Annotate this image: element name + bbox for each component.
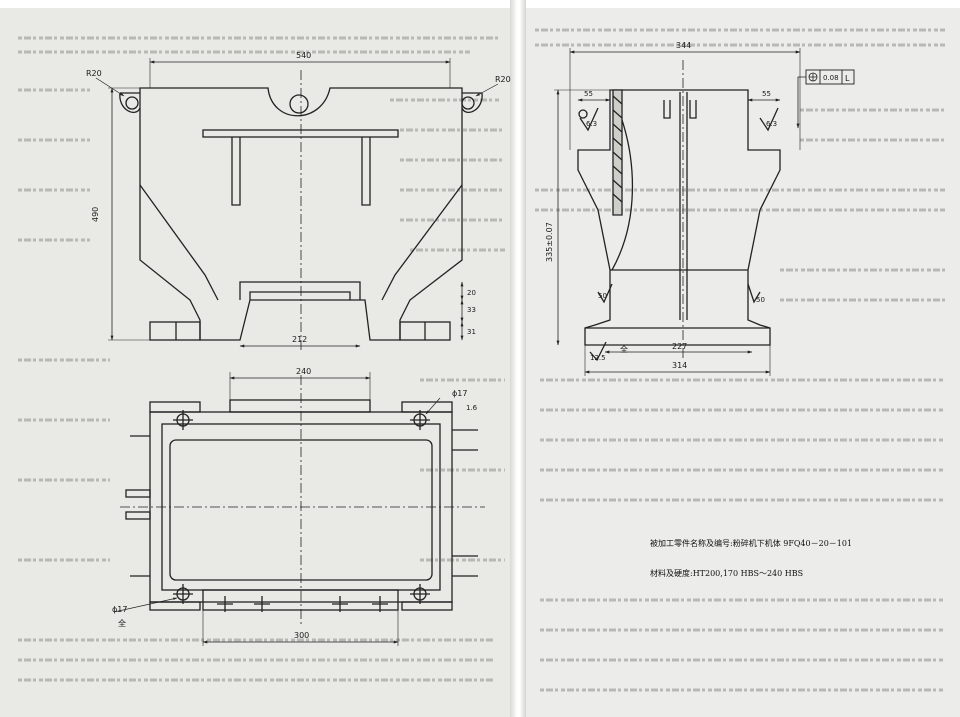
dim-front-bottom: 212	[292, 335, 307, 344]
dim-side-base-outer: 314	[672, 361, 687, 370]
dim-front-h20: 20	[467, 289, 476, 297]
hole-top-label: ϕ17	[452, 389, 467, 398]
roughness-side-right-value: 50	[756, 296, 765, 304]
dim-top-length: 300	[294, 631, 309, 640]
side-view	[554, 48, 855, 376]
tolerance-value: 0.08	[823, 74, 839, 82]
roughness-side-left-value: 50	[598, 292, 607, 300]
roughness-left-value: 6.3	[586, 120, 597, 128]
dim-front-width: 540	[296, 51, 311, 60]
hole-bottom-label: ϕ17	[112, 605, 127, 614]
dim-front-h33: 33	[467, 306, 476, 314]
part-name-caption: 被加工零件名称及编号:粉碎机下机体 9FQ40－20－101	[650, 539, 853, 548]
roughness-bottom-label: 全	[118, 618, 126, 628]
dim-front-height: 490	[91, 207, 100, 222]
dim-side-top-width: 344	[676, 41, 691, 50]
front-view	[95, 58, 499, 350]
book-gutter	[510, 0, 526, 717]
roughness-right-value: 6.3	[766, 120, 777, 128]
roughness-top-label: 1.6	[466, 404, 478, 412]
dim-side-left-offset: 55	[584, 90, 593, 98]
roughness-all-label: 全	[620, 344, 628, 354]
dim-side-base-inner: 227	[672, 342, 687, 351]
background-text	[18, 28, 945, 692]
top-view	[113, 372, 485, 646]
dim-front-h31: 31	[467, 328, 476, 336]
radius-left-label: R20	[86, 69, 102, 78]
material-caption: 材料及硬度:HT200,170 HBS～240 HBS	[650, 569, 804, 578]
dim-side-height: 335±0.07	[545, 222, 554, 262]
left-page	[0, 8, 515, 717]
tolerance-datum: L	[845, 74, 850, 83]
dim-top-width: 240	[296, 367, 311, 376]
radius-right-label: R20	[495, 75, 511, 84]
roughness-base-value: 12.5	[590, 354, 606, 362]
dim-side-right-offset: 55	[762, 90, 771, 98]
